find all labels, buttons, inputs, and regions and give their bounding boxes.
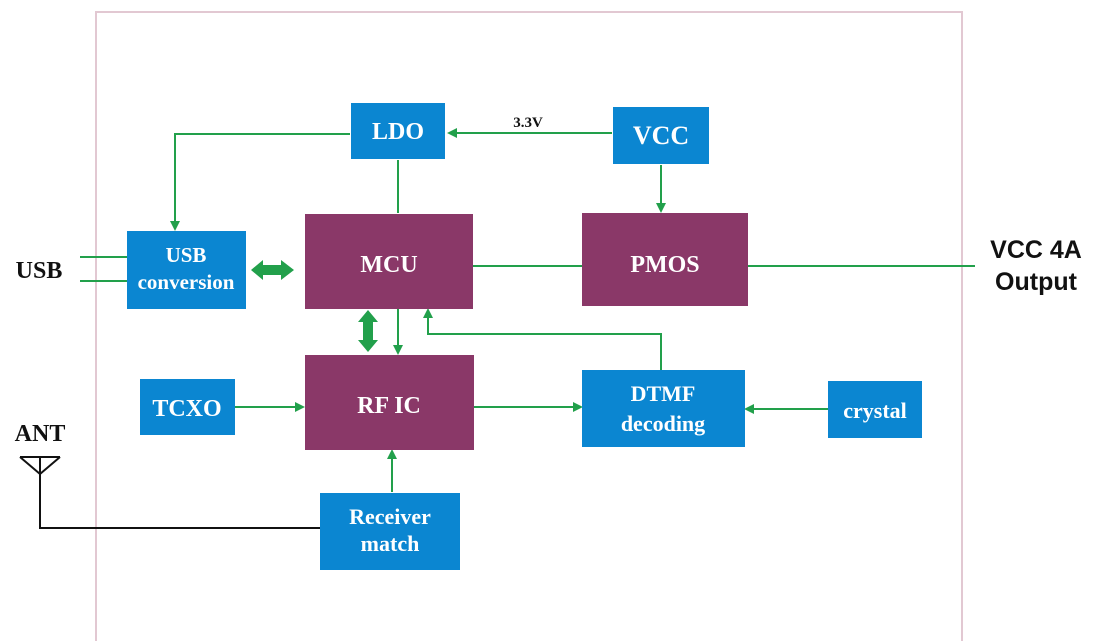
ant-label: ANT xyxy=(15,421,66,447)
mcu-block: MCU xyxy=(305,214,473,309)
usb-mcu-double-arrow xyxy=(251,260,294,280)
crystal-label: crystal xyxy=(843,398,907,423)
mcu-rfic-double-arrow xyxy=(358,310,378,352)
ldo-to-usb-arrow xyxy=(170,133,350,231)
usb-conversion-label-1: USB xyxy=(166,243,207,267)
receiver-label-2: match xyxy=(361,531,420,556)
pmos-label: PMOS xyxy=(630,252,699,278)
mcu-label: MCU xyxy=(360,252,417,278)
dtmf-label-1: DTMF xyxy=(631,381,696,406)
vcc-block: VCC xyxy=(613,107,709,164)
usb-conversion-block: USB conversion xyxy=(127,231,246,309)
output-label-2: Output xyxy=(995,268,1078,296)
dtmf-decoding-block: DTMF decoding xyxy=(582,370,745,447)
antenna-icon xyxy=(19,456,61,475)
output-label-1: VCC 4A xyxy=(990,236,1082,264)
dtmf-label-2: decoding xyxy=(621,411,705,436)
dtmf-to-mcu-path xyxy=(423,308,666,378)
usb-conversion-label-2: conversion xyxy=(138,270,235,294)
vcc-label: VCC xyxy=(633,121,689,150)
usb-label: USB xyxy=(16,258,63,284)
ldo-label: LDO xyxy=(372,119,424,145)
ldo-block: LDO xyxy=(351,103,445,159)
receiver-label-1: Receiver xyxy=(349,504,431,529)
antenna-line xyxy=(39,473,320,529)
tcxo-block: TCXO xyxy=(140,379,235,435)
voltage-label: 3.3V xyxy=(513,115,543,131)
rfic-block: RF IC xyxy=(305,355,474,450)
crystal-block: crystal xyxy=(828,381,922,438)
receiver-match-block: Receiver match xyxy=(320,493,460,570)
rfic-label: RF IC xyxy=(357,393,421,419)
pmos-block: PMOS xyxy=(582,213,748,306)
tcxo-label: TCXO xyxy=(152,396,221,422)
diagram-frame xyxy=(95,11,963,641)
